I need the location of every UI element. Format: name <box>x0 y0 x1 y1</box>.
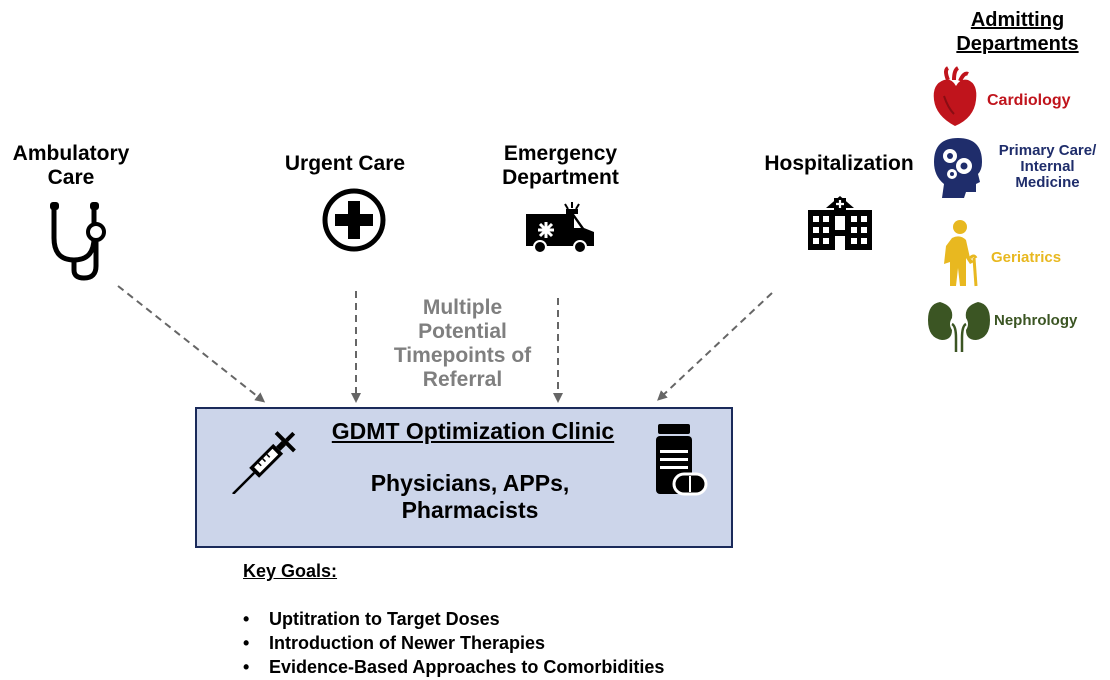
key-goals-heading: Key Goals: <box>243 561 338 581</box>
stethoscope-icon <box>50 202 106 281</box>
arrow-hospitalization <box>657 292 773 401</box>
dept-label-geriatrics: Geriatrics <box>991 249 1062 266</box>
goal-item: •Uptitration to Target Doses <box>243 609 500 629</box>
syringe-icon <box>232 431 296 494</box>
arrow-ambulatory <box>117 285 266 403</box>
setting-label-hospitalization: Hospitalization <box>764 152 914 175</box>
dept-label-nephrology: Nephrology <box>994 312 1078 329</box>
setting-label-emergency-department: Emergency Department <box>502 142 619 189</box>
ambulance-icon <box>526 202 594 254</box>
head-gears-icon <box>934 138 982 198</box>
clinic-title: GDMT Optimization Clinic <box>331 418 615 444</box>
clinic-box <box>195 407 733 548</box>
dept-label-primary-care: Primary Care/ Internal Medicine <box>998 142 1097 191</box>
setting-label-ambulatory-care: Ambulatory Care <box>12 142 130 189</box>
clinic-staff: Physicians, APPs, Pharmacists <box>370 470 570 523</box>
key-goals-list: •Uptitration to Target Doses •Introducti… <box>243 607 664 679</box>
dept-label-cardiology: Cardiology <box>987 92 1071 109</box>
medical-cross-icon <box>322 188 386 252</box>
heart-icon <box>933 66 977 126</box>
hospital-icon <box>808 196 872 250</box>
elderly-person-icon <box>944 220 978 287</box>
pill-bottle-icon <box>656 424 708 496</box>
admitting-departments-heading: Admitting Departments <box>956 9 1079 55</box>
referral-timepoints-note: Multiple Potential Timepoints of Referra… <box>393 296 532 391</box>
kidneys-icon <box>928 302 990 352</box>
goal-item: •Evidence-Based Approaches to Comorbidit… <box>243 657 665 677</box>
goal-item: •Introduction of Newer Therapies <box>243 633 546 653</box>
setting-label-urgent-care: Urgent Care <box>284 152 406 175</box>
